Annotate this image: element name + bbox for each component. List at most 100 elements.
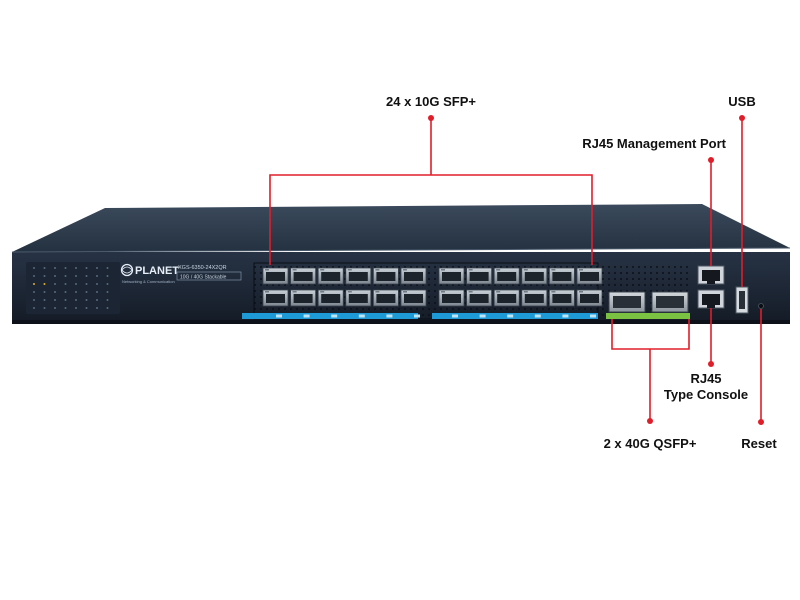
switch-chassis: PLANET Networking & Communication XGS-63… — [11, 204, 791, 324]
status-led — [64, 299, 67, 301]
status-led — [75, 299, 77, 301]
sfp-port-slot — [524, 294, 544, 303]
sfp-port-led — [292, 269, 297, 271]
rj45-console-port[interactable] — [697, 289, 725, 309]
sfp-port-slot — [348, 272, 368, 281]
status-led — [96, 291, 98, 293]
sfp-label-strip-2 — [432, 313, 598, 319]
sfp-port-led — [375, 269, 380, 271]
sfp-port-led — [496, 291, 501, 293]
sfp-port-slot — [524, 272, 544, 281]
sfp-port-slot — [293, 294, 313, 303]
status-led — [54, 267, 56, 269]
port-number-marker — [507, 314, 514, 318]
sfp-port-slot — [348, 294, 368, 303]
chassis-bottom-edge — [12, 320, 790, 324]
sfp-port-slot — [552, 294, 572, 303]
reset-callout-dot — [758, 419, 764, 425]
callouts — [269, 118, 762, 422]
status-led — [64, 283, 67, 285]
status-led — [96, 307, 98, 309]
status-led — [64, 267, 67, 269]
status-led — [96, 275, 98, 277]
sfp-port-slot — [266, 294, 285, 303]
status-led — [33, 291, 35, 293]
brand-tagline: Networking & Communication — [122, 279, 175, 284]
port-number-marker — [358, 314, 365, 318]
status-led — [54, 299, 56, 301]
sfp-port-led — [375, 291, 380, 293]
status-led — [54, 283, 56, 285]
status-led — [85, 267, 88, 269]
status-led — [43, 275, 46, 277]
status-led — [106, 307, 109, 309]
port-number-marker — [414, 314, 420, 318]
sfp-port-slot — [376, 294, 396, 303]
sfp-port-led — [347, 269, 352, 271]
brand-name: PLANET — [135, 265, 179, 277]
status-led — [33, 307, 35, 309]
status-led — [33, 275, 35, 277]
sfp-port-slot — [497, 294, 517, 303]
sfp-port-led — [265, 269, 269, 271]
status-led — [43, 291, 46, 293]
status-led — [96, 267, 98, 269]
sfp-port-led — [523, 291, 528, 293]
port-number-marker — [303, 314, 310, 318]
rj45-management-port[interactable] — [697, 265, 725, 285]
sfp-port-led — [441, 291, 445, 293]
sfp-port-slot — [442, 272, 461, 281]
sfp-port-led — [347, 291, 352, 293]
usb-label: USB — [728, 94, 755, 109]
port-number-marker — [534, 314, 541, 318]
status-led — [106, 267, 109, 269]
status-led — [64, 275, 67, 277]
status-led — [96, 283, 98, 285]
status-led — [96, 299, 98, 301]
status-led — [43, 267, 46, 269]
qsfp-port-area — [600, 263, 690, 319]
sfp-port-led — [551, 269, 556, 271]
sfp-port-slot — [497, 272, 517, 281]
port-number-marker — [479, 314, 486, 318]
status-led — [33, 267, 35, 269]
status-led — [64, 307, 67, 309]
port-number-marker — [590, 314, 596, 318]
status-led — [106, 291, 109, 293]
mgmt-callout-dot — [708, 157, 714, 163]
status-led — [85, 291, 88, 293]
sfp-port-slot — [404, 272, 423, 281]
sfp-port-led — [496, 269, 501, 271]
status-led — [85, 283, 88, 285]
sfp-port-slot — [580, 272, 599, 281]
sfp-port-led — [320, 291, 325, 293]
sfp-port-led — [292, 291, 297, 293]
sfp-port-led — [468, 291, 473, 293]
chassis-top-surface — [12, 204, 790, 252]
status-led — [106, 299, 109, 301]
port-number-marker — [386, 314, 393, 318]
sfp-label-strip-1 — [242, 313, 418, 319]
sfp-port-led — [320, 269, 325, 271]
sfp-port-led — [579, 291, 583, 293]
status-led — [64, 291, 67, 293]
reset-label: Reset — [741, 436, 777, 451]
reset-button[interactable] — [758, 303, 764, 309]
usb-callout-dot — [739, 115, 745, 121]
sfp-port-slot — [266, 272, 285, 281]
feature-box — [176, 271, 242, 281]
chassis-front-edge — [11, 247, 791, 253]
usb-port[interactable] — [735, 286, 749, 314]
feature-text: 10G / 40G Stackable — [180, 275, 227, 281]
status-led — [106, 275, 109, 277]
status-led — [54, 291, 56, 293]
status-led — [33, 283, 35, 285]
model-number: XGS-6350-24X2QR — [178, 265, 227, 271]
sfp-port-led — [265, 291, 269, 293]
status-led — [75, 275, 77, 277]
status-led — [43, 299, 46, 301]
status-led — [85, 275, 88, 277]
sfp-label: 24 x 10G SFP+ — [386, 94, 476, 109]
sfp-port-slot — [469, 294, 489, 303]
